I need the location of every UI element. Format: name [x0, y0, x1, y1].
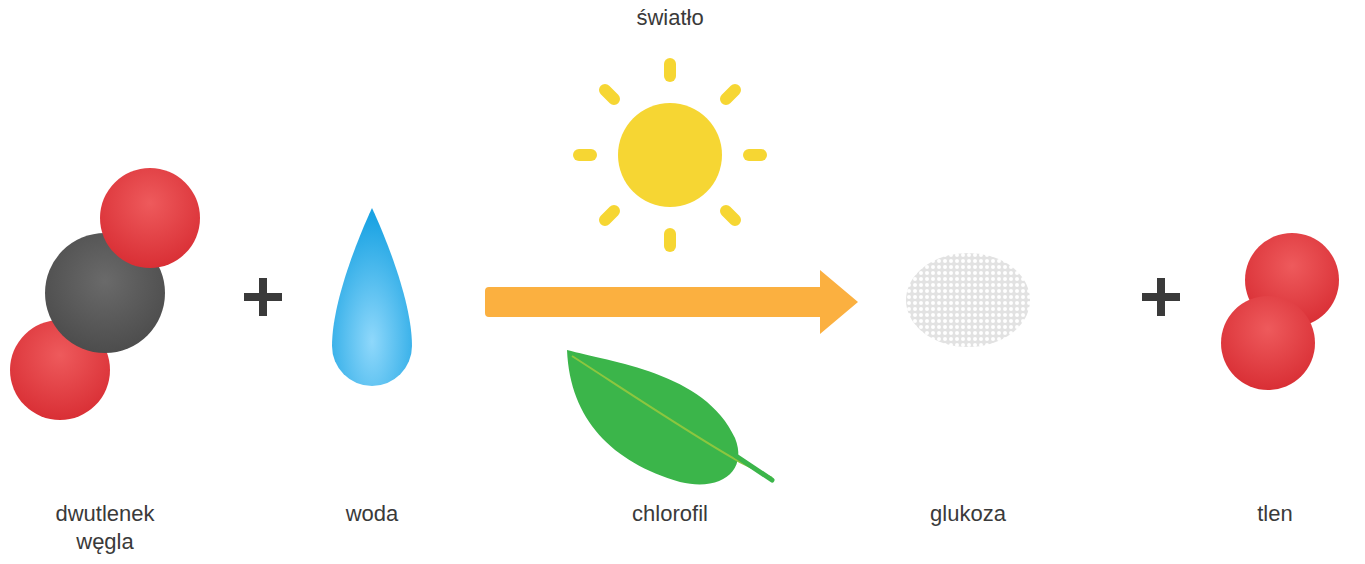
carbon-dioxide-molecule — [10, 168, 200, 420]
sun-icon — [579, 64, 761, 246]
reactant-label: dwutlenek węgla — [40, 500, 170, 556]
catalyst-label: chlorofil — [600, 500, 740, 528]
glucose-crystals — [906, 253, 1030, 347]
reactant-label: woda — [307, 500, 437, 528]
oxygen-molecule — [1221, 233, 1339, 390]
product-label: glukoza — [898, 500, 1038, 528]
product-label: tlen — [1210, 500, 1340, 528]
leaf-icon — [567, 350, 772, 484]
light-label: światło — [600, 4, 740, 32]
water-drop — [332, 208, 412, 386]
plus-sign — [1142, 278, 1180, 316]
reaction-arrow — [485, 270, 858, 334]
plus-sign — [244, 278, 282, 316]
